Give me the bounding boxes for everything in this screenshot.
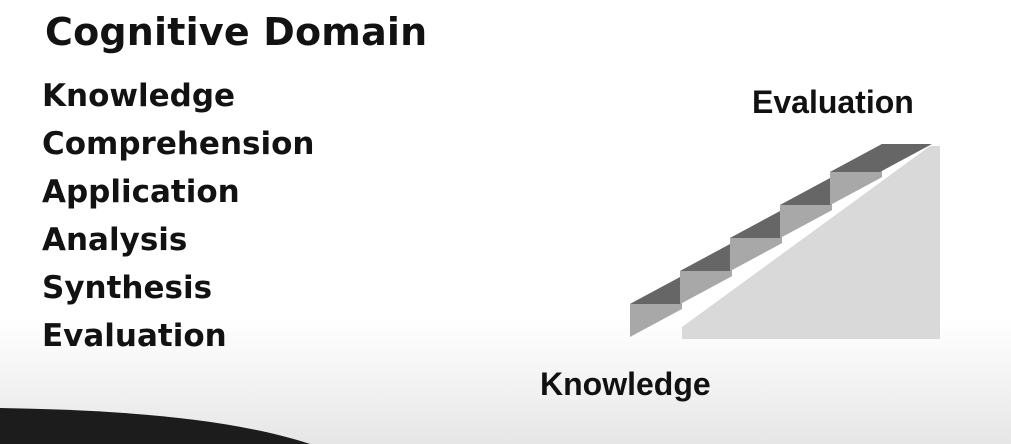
slide-title: Cognitive Domain [45,10,428,54]
swoosh-shape [0,408,310,444]
staircase-top-label: Evaluation [752,84,914,120]
stair-tread-5 [830,144,932,172]
staircase-steps [630,144,940,339]
level-item-synthesis: Synthesis [42,270,213,306]
cognitive-levels-list: Knowledge Comprehension Application Anal… [42,72,314,360]
level-item-analysis: Analysis [42,222,188,258]
staircase-side-wall [682,146,940,339]
staircase-bottom-label: Knowledge [540,366,711,402]
level-item-evaluation: Evaluation [42,318,227,354]
level-item-knowledge: Knowledge [42,78,236,114]
level-item-comprehension: Comprehension [42,126,315,162]
level-item-application: Application [42,174,240,210]
decorative-swoosh [0,408,310,444]
staircase-illustration [630,144,940,339]
